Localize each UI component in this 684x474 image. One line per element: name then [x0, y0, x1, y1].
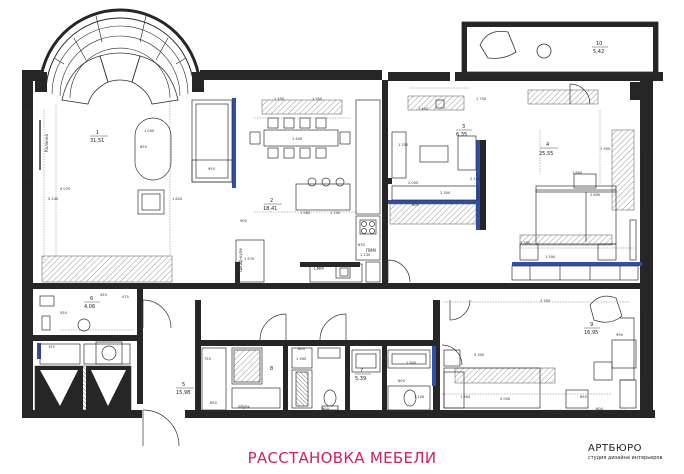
dimension-text: 1 550 [312, 97, 323, 101]
dimension-text: 1 100 [356, 343, 367, 347]
dimension-text: 650 [580, 395, 588, 399]
bath-furniture [39, 295, 431, 411]
dimension-text: 830 [358, 243, 366, 247]
dimension-text: 980 [46, 335, 54, 339]
dimension-text: 475 [122, 295, 129, 299]
dimension-text: 3 300 [474, 353, 485, 357]
column-label: Колонна [44, 133, 49, 152]
dimension-text: 1 500 [545, 255, 556, 259]
studio-subtitle: студия дизайна интерьеров [588, 455, 663, 461]
room-area: 5,42 [593, 49, 604, 55]
dimension-text: 5 240 [48, 197, 59, 201]
annotations: ТВ Колонна СММ ПММ Шкаф-купе обувь [25, 126, 376, 409]
dimension-text: 3 300 [540, 299, 551, 303]
tv-label: ТВ [25, 126, 31, 131]
dimension-text: 1 230 [360, 253, 371, 257]
bay-lounge-chairs [61, 52, 179, 105]
wardrobe-unit-label: Шкаф-купе [238, 248, 243, 272]
dimension-text: 1 300 [520, 241, 531, 245]
dimension-text: 1 820 [172, 197, 183, 201]
dimension-lines [43, 87, 636, 411]
walls [22, 70, 663, 418]
dimension-text: 1 900 [600, 147, 611, 151]
dimension-text: 800 [112, 335, 120, 339]
dimension-text: 1 550 [274, 97, 285, 101]
plan-title: РАССТАНОВКА МЕБЕЛИ [247, 449, 437, 467]
dimension-text: 1 980 [300, 211, 311, 215]
built-in-wardrobe [35, 343, 131, 410]
dimension-text: 1 100 [330, 211, 341, 215]
room-number: 1 [96, 130, 99, 136]
room-area: 18,41 [263, 206, 277, 212]
dimension-text: 1 450 [418, 107, 429, 111]
bay-window [38, 8, 202, 99]
room-area: 15,98 [176, 390, 190, 396]
dimension-text: 1 600 [572, 171, 583, 175]
dimension-text: 600 [412, 203, 420, 207]
studio-name: АРТБЮРО [588, 443, 643, 454]
dimension-text: 1 900 [296, 357, 307, 361]
dimension-texts: 1 400 1 250 1 980 2 800 1 600 2 000 2 30… [46, 97, 624, 411]
hatched-areas [34, 89, 635, 411]
dimension-text: 150 [48, 345, 56, 349]
room-area: 4,06 [84, 304, 95, 310]
dimension-text: 1 000 [144, 129, 155, 133]
dimension-text: 2 000 [408, 181, 419, 185]
dimension-text: 1 400 [292, 137, 303, 141]
dimension-text: 1 570 [244, 257, 255, 261]
dimension-text: 990 [616, 333, 624, 337]
dimension-text: 850 [140, 145, 148, 149]
balcony [461, 21, 659, 73]
doors [142, 83, 591, 447]
dimension-text: 2 120 [470, 177, 481, 181]
dimension-text: 650 [210, 401, 218, 405]
dimension-text: 2 300 [440, 191, 451, 195]
room-number: 5 [182, 382, 185, 388]
dimension-text: 900 [240, 219, 248, 223]
washer-label: СММ [314, 266, 324, 271]
accent-walls [37, 98, 642, 386]
dimension-text: 600 [398, 379, 406, 383]
room-number: 10 [596, 41, 602, 47]
room-area: 25,55 [539, 151, 553, 157]
room-number: 6 [90, 296, 93, 302]
dimension-text: 600 [258, 343, 266, 347]
dimension-text: 450 [100, 293, 108, 297]
dimension-text: 750 [204, 357, 212, 361]
dimension-text: 1 800 [460, 395, 471, 399]
room-labels: 1 31,51 2 18,41 3 6,35 4 25,55 10 5,42 6… [84, 41, 608, 396]
room-area: 16,95 [584, 330, 598, 336]
living-furniture [39, 99, 381, 283]
bedroom-furniture [391, 99, 639, 281]
windows [25, 110, 651, 380]
room-number: 4 [546, 142, 549, 148]
dimension-text: 1 800 [406, 361, 417, 365]
room-number: 8 [270, 366, 273, 372]
child-furniture [443, 295, 637, 409]
studio-logo: АРТБЮРО студия дизайна интерьеров [588, 443, 680, 461]
dimension-text: 800 [322, 407, 330, 411]
dimension-text: 2 800 [590, 193, 601, 197]
room-number: 3 [462, 124, 465, 130]
room-area: 6,35 [456, 132, 467, 138]
dimension-text: 1 250 [398, 143, 409, 147]
shoe-rack-label: обувь [238, 404, 251, 409]
room-number: 7 [360, 368, 363, 374]
room-area: 31,51 [90, 138, 104, 144]
room-area: 5,39 [355, 376, 366, 382]
room-number: 9 [590, 322, 593, 328]
dimension-text: 4 070 [60, 187, 71, 191]
dishwasher-label: ПММ [366, 248, 376, 253]
dimension-text: 800 [298, 347, 306, 351]
dimension-text: 1 100 [414, 395, 425, 399]
dimension-text: 550 [60, 311, 68, 315]
dimension-text: 600 [596, 407, 604, 411]
dimension-text: 840 [208, 343, 216, 347]
dimension-text: 2 050 [500, 397, 511, 401]
dimension-text: 950 [208, 167, 216, 171]
dimension-text: 1 750 [476, 97, 487, 101]
room-number: 2 [270, 198, 273, 204]
